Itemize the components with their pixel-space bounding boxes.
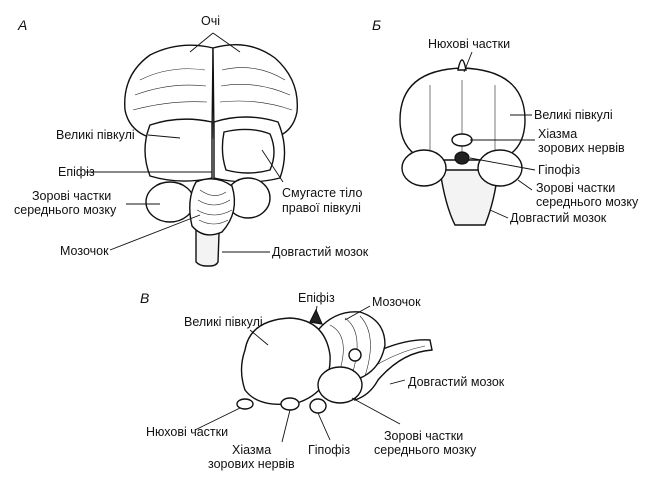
v-label-chiasm-1: Хіазма bbox=[232, 443, 271, 457]
v-label-olfactory: Нюхові частки bbox=[146, 425, 228, 439]
v-optic-lobe bbox=[317, 366, 363, 404]
v-chiasm bbox=[280, 397, 300, 411]
v-label-medulla: Довгастий мозок bbox=[408, 375, 505, 389]
v-label-cerebellum: Мозочок bbox=[372, 295, 421, 309]
v-hemisphere bbox=[240, 317, 331, 405]
b-hypophysis bbox=[454, 151, 470, 165]
v-epiphysis bbox=[309, 308, 323, 325]
v-label-chiasm-2: зорових нервів bbox=[208, 457, 295, 471]
v-label-epiphysis: Епіфіз bbox=[298, 291, 335, 305]
v-olfactory bbox=[236, 398, 254, 410]
v-label-hypophysis: Гіпофіз bbox=[308, 443, 350, 457]
panel-label-b: Б bbox=[372, 17, 381, 33]
b-olfactory bbox=[457, 59, 467, 71]
b-label-optic-2: середнього мозку bbox=[536, 195, 639, 209]
panel-a-drawing bbox=[124, 43, 299, 267]
a-label-optic-2: середнього мозку bbox=[14, 203, 117, 217]
a-optic-lobe-left bbox=[145, 181, 195, 223]
panel-v-drawing bbox=[236, 308, 433, 414]
a-label-epiphysis: Епіфіз bbox=[58, 165, 95, 179]
a-cerebellum bbox=[189, 178, 236, 236]
b-chiasm bbox=[451, 133, 473, 147]
v-label-cerebrum: Великі півкулі bbox=[184, 315, 263, 329]
a-label-cerebrum: Великі півкулі bbox=[56, 128, 135, 142]
v-hypophysis bbox=[309, 398, 327, 414]
b-optic-lobe-right bbox=[477, 149, 523, 187]
a-label-striatum-1: Смугасте тіло bbox=[282, 186, 362, 200]
b-label-hypophysis: Гіпофіз bbox=[538, 163, 580, 177]
a-label-cerebellum: Мозочок bbox=[60, 244, 109, 258]
b-label-medulla: Довгастий мозок bbox=[510, 211, 607, 225]
a-label-striatum-2: правої півкулі bbox=[282, 201, 361, 215]
a-label-medulla: Довгастий мозок bbox=[272, 245, 369, 259]
a-striatum bbox=[221, 128, 275, 174]
b-optic-lobe-left bbox=[401, 149, 447, 187]
b-label-olfactory: Нюхові частки bbox=[428, 37, 510, 51]
b-label-chiasm-1: Хіазма bbox=[538, 127, 577, 141]
leader-lines bbox=[86, 32, 536, 443]
b-label-optic-1: Зорові частки bbox=[536, 181, 615, 195]
panel-b-drawing bbox=[399, 59, 526, 226]
b-label-cerebrum: Великі півкулі bbox=[534, 108, 613, 122]
v-eye-spot bbox=[348, 348, 362, 362]
v-label-optic-2: середнього мозку bbox=[374, 443, 477, 457]
b-label-chiasm-2: зорових нервів bbox=[538, 141, 625, 155]
v-label-optic-1: Зорові частки bbox=[384, 429, 463, 443]
a-label-eyes: Очі bbox=[201, 14, 220, 28]
a-hemisphere-left bbox=[144, 118, 213, 182]
panel-label-v: В bbox=[140, 290, 149, 306]
panel-label-a: А bbox=[17, 17, 27, 33]
a-label-optic-1: Зорові частки bbox=[32, 189, 111, 203]
